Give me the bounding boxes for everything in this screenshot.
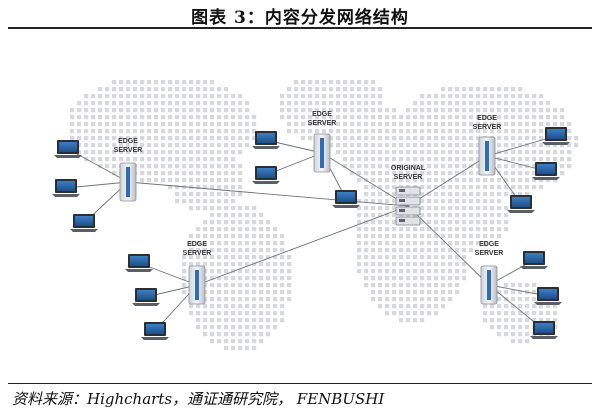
laptop-icon: [141, 322, 169, 340]
laptop-icon: [252, 166, 280, 184]
edge-server-bottom-right-label-line1: EDGE: [479, 241, 499, 248]
original-server-label-line2: SERVER: [394, 174, 423, 181]
laptop-icon: [507, 195, 535, 213]
bottom-rule: [8, 383, 592, 384]
edge-server-top-center-label-line1: EDGE: [312, 111, 332, 118]
laptop-icon: [125, 254, 153, 272]
edge-server-top-right: EDGE SERVER: [473, 115, 502, 176]
laptop-icon: [542, 127, 570, 145]
laptop-icon: [332, 190, 360, 208]
laptop-icon: [534, 287, 562, 305]
edge-server-top-right-label-line1: EDGE: [477, 115, 497, 122]
edge-server-top-center-label-line2: SERVER: [308, 120, 337, 127]
original-server: ORIGINAL SERVER: [391, 165, 426, 226]
original-server-label-line1: ORIGINAL: [391, 165, 426, 172]
edge-server-bottom-center: EDGE SERVER: [183, 241, 212, 305]
top-rule: [8, 27, 592, 29]
edge-server-top-center: EDGE SERVER: [308, 111, 337, 173]
edge-server-left-label-line1: EDGE: [118, 138, 138, 145]
edge-server-left-label-line2: SERVER: [114, 147, 143, 154]
edge-server-left: EDGE SERVER: [114, 138, 143, 202]
figure-title: 图表 3：内容分发网络结构: [191, 8, 409, 28]
laptop-icon: [520, 251, 548, 269]
edge-server-top-right-label-line2: SERVER: [473, 124, 502, 131]
edge-server-bottom-center-label-line1: EDGE: [187, 241, 207, 248]
laptop-icon: [52, 179, 80, 197]
client-laptops: [52, 127, 570, 340]
laptop-icon: [252, 131, 280, 149]
laptop-icon: [70, 214, 98, 232]
laptop-icon: [54, 140, 82, 158]
edge-server-bottom-right: EDGE SERVER: [475, 241, 504, 305]
cdn-diagram: EDGE SERVER EDGE SERVER EDGE SERVER EDGE…: [52, 80, 579, 351]
laptop-icon: [532, 162, 560, 180]
world-map-dots: [70, 80, 579, 351]
laptop-icon: [530, 321, 558, 339]
edge-server-bottom-center-label-line2: SERVER: [183, 250, 212, 257]
source-note: 资料来源：Highcharts，通证通研究院， FENBUSHI: [12, 390, 385, 408]
laptop-icon: [132, 288, 160, 306]
edge-server-bottom-right-label-line2: SERVER: [475, 250, 504, 257]
